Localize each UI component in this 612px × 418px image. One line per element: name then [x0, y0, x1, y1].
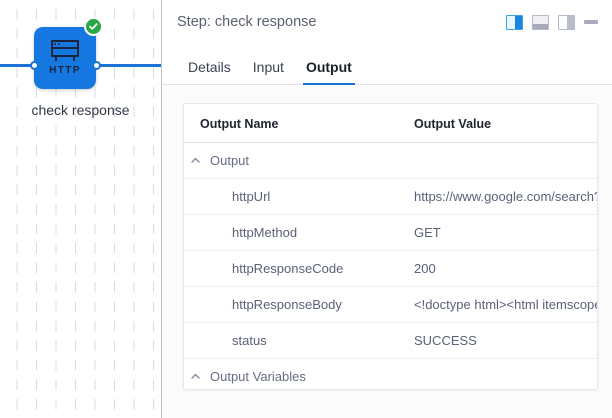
table-row[interactable]: httpUrl https://www.google.com/search?q= [184, 178, 597, 215]
minimize-icon[interactable] [584, 20, 598, 24]
row-value: 200 [414, 250, 597, 287]
tab-input[interactable]: Input [252, 59, 284, 75]
row-name: status [184, 322, 414, 359]
row-name-text: httpMethod [232, 225, 298, 240]
row-value-text: GET [414, 225, 441, 240]
table-row[interactable]: status SUCCESS [184, 322, 597, 359]
panel-header: Step: check response [162, 0, 612, 44]
row-name-text: status [232, 333, 267, 348]
row-value: <!doctype html><html itemscope=' [414, 286, 597, 323]
layout-bottom-icon[interactable] [532, 14, 549, 30]
tab-output[interactable]: Output [295, 59, 363, 85]
row-name: httpResponseCode [184, 250, 414, 287]
table-row[interactable]: httpResponseBody <!doctype html><html it… [184, 286, 597, 323]
node-icon-label: HTTP [49, 65, 81, 76]
row-value: GET [414, 214, 597, 251]
row-name: httpUrl [184, 178, 414, 215]
table-group-row-output[interactable]: Output [184, 142, 597, 179]
row-name-text: httpUrl [232, 189, 271, 204]
output-table-card: Output Name Output Value Outp [183, 103, 598, 390]
workflow-node-http[interactable]: HTTP [34, 27, 96, 89]
row-value-text: https://www.google.com/search?q= [414, 189, 597, 204]
row-name: httpMethod [184, 214, 414, 251]
row-name-text: httpResponseCode [232, 261, 344, 276]
table-group-row-output-variables[interactable]: Output Variables [184, 358, 597, 389]
panel-body: Output Name Output Value Outp [162, 85, 612, 418]
workflow-canvas[interactable]: HTTP check response [0, 0, 161, 418]
column-header-output-value: Output Value [414, 104, 597, 143]
group-cell: Output Variables [184, 358, 597, 389]
table-header-row: Output Name Output Value [184, 104, 597, 143]
node-title: check response [31, 102, 130, 118]
panel-title: Step: check response [177, 14, 317, 30]
node-input-port[interactable] [30, 61, 39, 70]
panel-header-actions [506, 14, 598, 30]
node-output-port[interactable] [92, 61, 101, 70]
success-check-icon [84, 17, 103, 36]
row-value-text: <!doctype html><html itemscope=' [414, 297, 597, 312]
chevron-up-icon[interactable] [190, 155, 201, 166]
row-name-text: httpResponseBody [232, 297, 342, 312]
group-label: Output Variables [210, 369, 306, 384]
http-browser-icon [48, 40, 82, 64]
group-cell: Output [184, 142, 597, 179]
table-row[interactable]: httpMethod GET [184, 214, 597, 251]
table-row[interactable]: httpResponseCode 200 [184, 250, 597, 287]
column-header-output-name: Output Name [184, 104, 414, 143]
row-value-text: SUCCESS [414, 333, 477, 348]
row-value: SUCCESS [414, 322, 597, 359]
step-details-panel: Step: check response Details Input Outpu… [161, 0, 612, 418]
row-value-text: 200 [414, 261, 436, 276]
chevron-up-icon[interactable] [190, 371, 201, 382]
row-name: httpResponseBody [184, 286, 414, 323]
tab-details[interactable]: Details [188, 59, 231, 75]
group-label: Output [210, 153, 250, 168]
layout-right-icon[interactable] [558, 14, 575, 30]
row-value: https://www.google.com/search?q= [414, 178, 597, 215]
output-table: Output Name Output Value Outp [184, 104, 597, 389]
layout-split-icon[interactable] [506, 14, 523, 30]
panel-tabs: Details Input Output [162, 44, 612, 85]
